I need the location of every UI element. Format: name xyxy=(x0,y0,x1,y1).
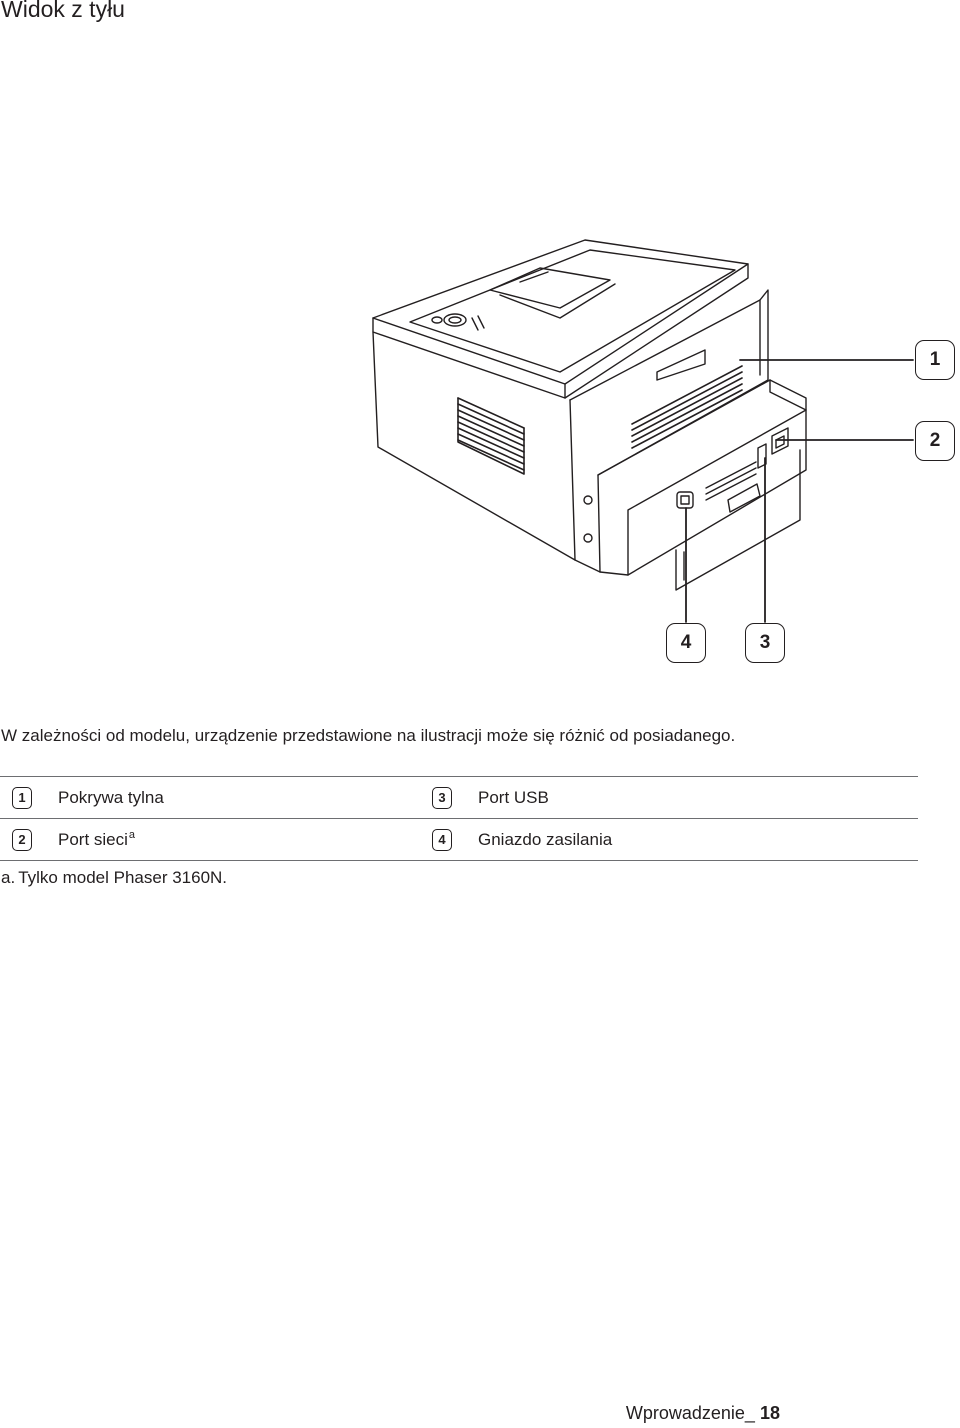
legend-item: 2 Port siecia xyxy=(12,819,135,860)
legend-item: 1 Pokrywa tylna xyxy=(12,777,164,818)
legend-number: 4 xyxy=(432,828,452,851)
page-number: 18 xyxy=(759,1403,780,1423)
legend-label-text: Port sieci xyxy=(58,830,128,849)
footer-section: Wprowadzenie_ xyxy=(625,1403,755,1423)
legend-number: 1 xyxy=(12,786,32,809)
footnote-ref: a xyxy=(128,829,136,841)
legend-item: 4 Gniazdo zasilania xyxy=(432,819,612,860)
callout-4: 4 xyxy=(666,623,706,663)
legend-number: 3 xyxy=(432,786,452,809)
legend-table: 1 Pokrywa tylna 3 Port USB 2 Port siecia… xyxy=(0,776,918,861)
legend-row: 1 Pokrywa tylna 3 Port USB xyxy=(0,777,918,819)
legend-label: Port siecia xyxy=(58,829,135,850)
callout-3: 3 xyxy=(745,623,785,663)
legend-label: Pokrywa tylna xyxy=(58,787,164,807)
legend-number: 2 xyxy=(12,828,32,851)
page-footer: Wprowadzenie_ 18 xyxy=(626,1403,780,1424)
printer-illustration xyxy=(372,239,914,623)
legend-item: 3 Port USB xyxy=(432,777,549,818)
page-title: Widok z tyłu xyxy=(1,0,125,22)
footnote-mark: a. xyxy=(1,868,16,887)
model-variation-note: W zależności od modelu, urządzenie przed… xyxy=(1,726,736,745)
callout-1: 1 xyxy=(915,340,955,380)
legend-label: Port USB xyxy=(478,787,549,807)
legend-row: 2 Port siecia 4 Gniazdo zasilania xyxy=(0,819,918,861)
footnote-text: Tylko model Phaser 3160N. xyxy=(18,868,228,887)
legend-label: Gniazdo zasilania xyxy=(478,829,613,849)
callout-2: 2 xyxy=(915,421,955,461)
footnote: a.Tylko model Phaser 3160N. xyxy=(1,868,227,888)
printer-rear-view-figure: 1 2 4 3 xyxy=(0,0,960,700)
